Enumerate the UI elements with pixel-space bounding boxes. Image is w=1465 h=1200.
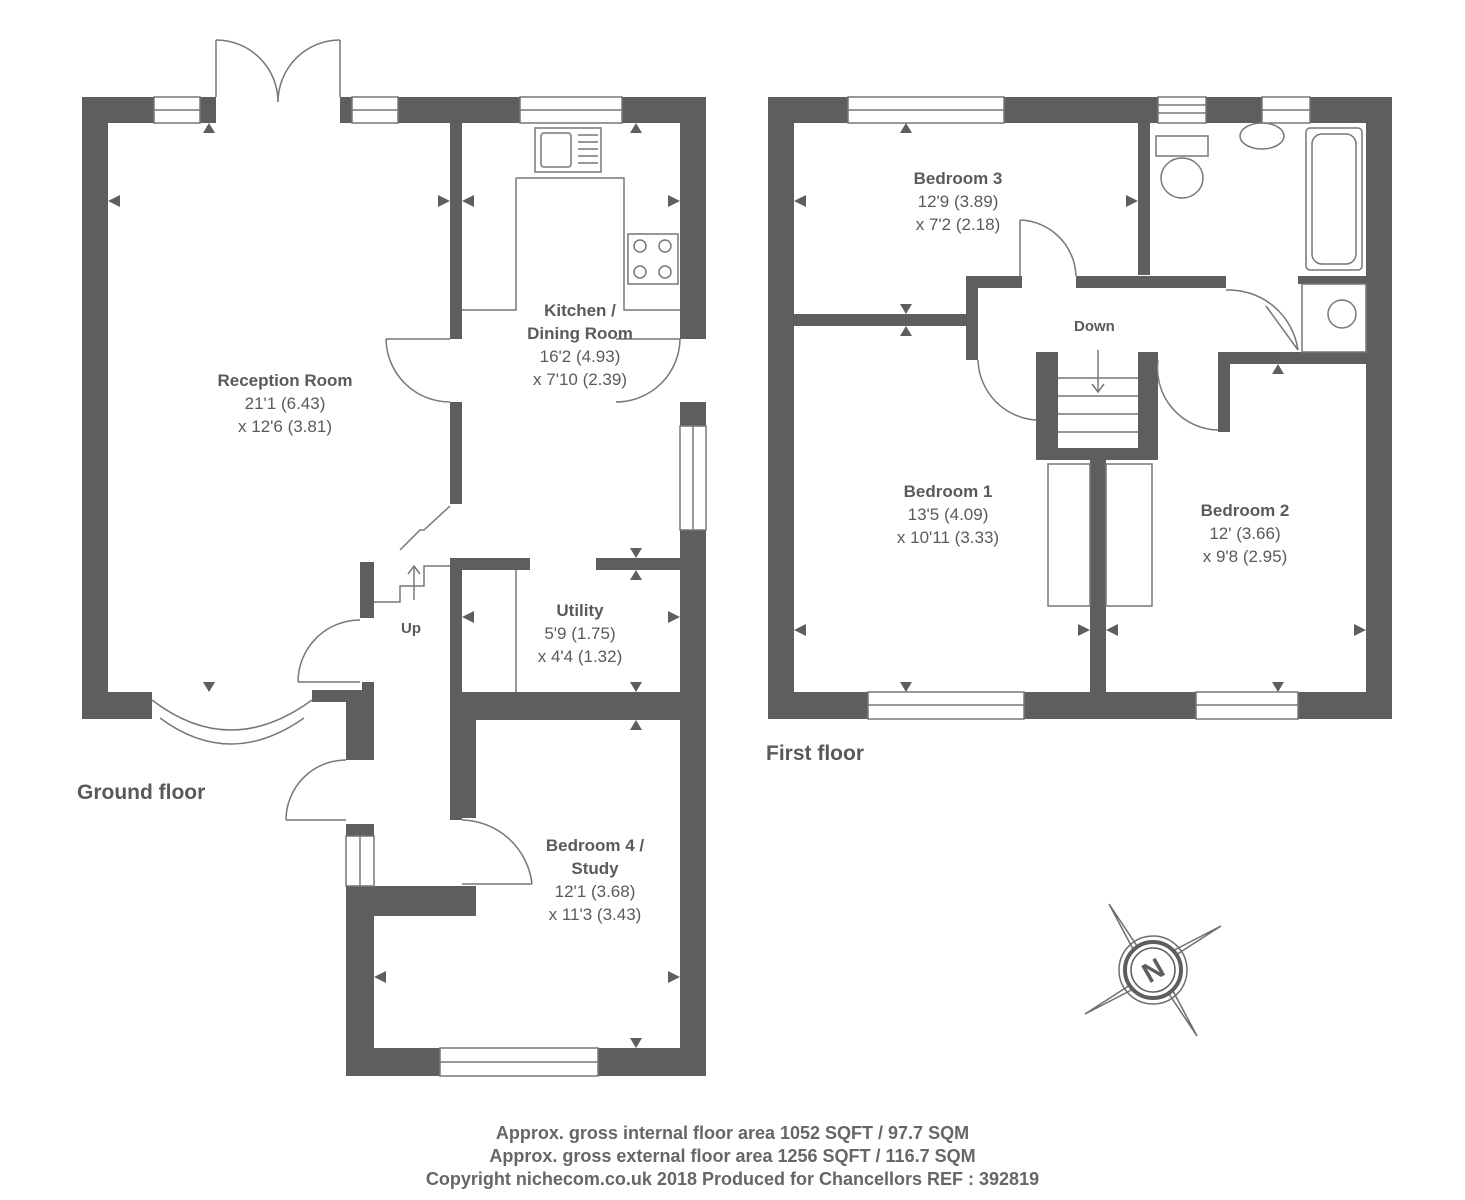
room-bedroom3: Bedroom 3 12'9 (3.89) x 7'2 (2.18)	[868, 167, 1048, 236]
floor-area-footer: Approx. gross internal floor area 1052 S…	[0, 1122, 1465, 1191]
room-dimension: 13'5 (4.09)	[907, 505, 989, 524]
room-kitchen: Kitchen / Dining Room 16'2 (4.93) x 7'10…	[480, 299, 680, 391]
room-bedroom1: Bedroom 1 13'5 (4.09) x 10'11 (3.33)	[858, 480, 1038, 549]
room-name: Bedroom 2	[1200, 501, 1290, 520]
fixtures-ground-floor	[151, 39, 707, 1077]
dimension-markers	[108, 123, 1366, 1048]
room-dimension: x 10'11 (3.33)	[896, 528, 1000, 547]
room-utility: Utility 5'9 (1.75) x 4'4 (1.32)	[500, 599, 660, 668]
room-dimension: 5'9 (1.75)	[544, 624, 616, 643]
room-name: Bedroom 3	[913, 169, 1003, 188]
room-bedroom2: Bedroom 2 12' (3.66) x 9'8 (2.95)	[1155, 499, 1335, 568]
room-name: Bedroom 4 /	[545, 836, 645, 855]
room-name: Reception Room	[217, 371, 353, 390]
external-area-text: Approx. gross external floor area 1256 S…	[489, 1146, 976, 1166]
first-floor-label: First floor	[766, 742, 864, 765]
room-dimension: 12' (3.66)	[1209, 524, 1281, 543]
room-name: Kitchen /	[544, 301, 616, 320]
stairs-down-label: Down	[1074, 318, 1115, 335]
internal-area-text: Approx. gross internal floor area 1052 S…	[495, 1123, 970, 1143]
room-bedroom4: Bedroom 4 / Study 12'1 (3.68) x 11'3 (3.…	[505, 834, 685, 926]
room-reception: Reception Room 21'1 (6.43) x 12'6 (3.81)	[180, 369, 390, 438]
room-dimension: x 11'3 (3.43)	[548, 905, 642, 924]
ground-floor-label: Ground floor	[77, 781, 206, 804]
room-name-line2: Study	[571, 859, 619, 878]
room-dimension: 21'1 (6.43)	[244, 394, 326, 413]
room-dimension: x 4'4 (1.32)	[537, 647, 623, 666]
room-dimension: 12'9 (3.89)	[917, 192, 999, 211]
room-dimension: x 12'6 (3.81)	[238, 417, 332, 436]
room-name-line2: Dining Room	[527, 324, 633, 343]
room-dimension: x 7'10 (2.39)	[533, 370, 627, 389]
walls-ground-floor	[82, 97, 706, 1076]
fixtures-first-floor	[847, 96, 1367, 720]
room-name: Bedroom 1	[903, 482, 993, 501]
room-dimension: 16'2 (4.93)	[539, 347, 621, 366]
room-dimension: 12'1 (3.68)	[554, 882, 636, 901]
room-name: Utility	[556, 601, 604, 620]
room-dimension: x 7'2 (2.18)	[915, 215, 1001, 234]
compass-north-icon: N	[1084, 903, 1222, 1037]
copyright-text: Copyright nichecom.co.uk 2018 Produced f…	[425, 1169, 1040, 1189]
stairs-up-label: Up	[401, 620, 421, 637]
walls-first-floor	[768, 97, 1392, 719]
room-dimension: x 9'8 (2.95)	[1202, 547, 1288, 566]
